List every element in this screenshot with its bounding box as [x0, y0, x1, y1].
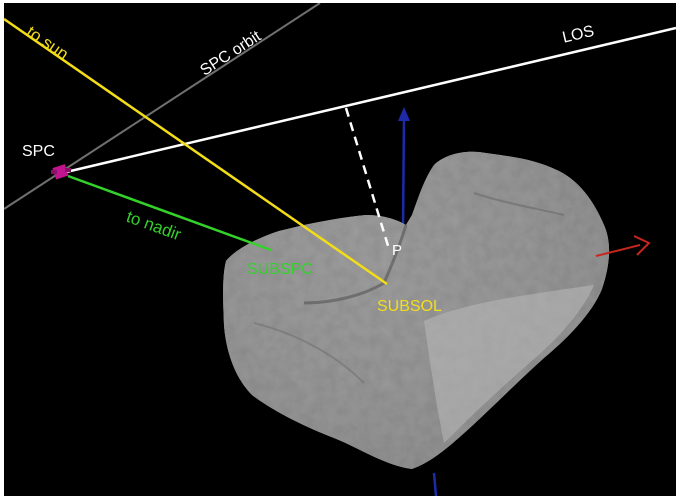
comet-nucleus [223, 151, 610, 469]
point-p-label: P [392, 242, 403, 259]
comet-ridge [473, 192, 565, 216]
z-axis-line-upper [401, 114, 406, 230]
x-axis-arrowhead [633, 235, 651, 256]
spacecraft-icon [51, 164, 71, 180]
spc-label: SPC [22, 143, 55, 160]
comet-ridge-lower [253, 322, 365, 384]
z-axis-arrowhead [398, 107, 410, 121]
comet-surface-texture [223, 151, 610, 469]
sun-direction-line [4, 17, 388, 286]
comet-lit-facet [424, 285, 594, 443]
nadir-line [67, 174, 272, 252]
los-line [61, 26, 676, 175]
projection-dashed-line [344, 107, 391, 250]
diagram-svg [4, 3, 676, 496]
subspc-label: SUBSPC [247, 261, 313, 278]
subsol-label: SUBSOL [377, 298, 442, 315]
x-axis-line [595, 244, 641, 257]
z-axis-line-lower [432, 472, 438, 496]
diagram-scene: to sun SPC orbit LOS SPC to nadir P SUBS… [4, 3, 676, 496]
